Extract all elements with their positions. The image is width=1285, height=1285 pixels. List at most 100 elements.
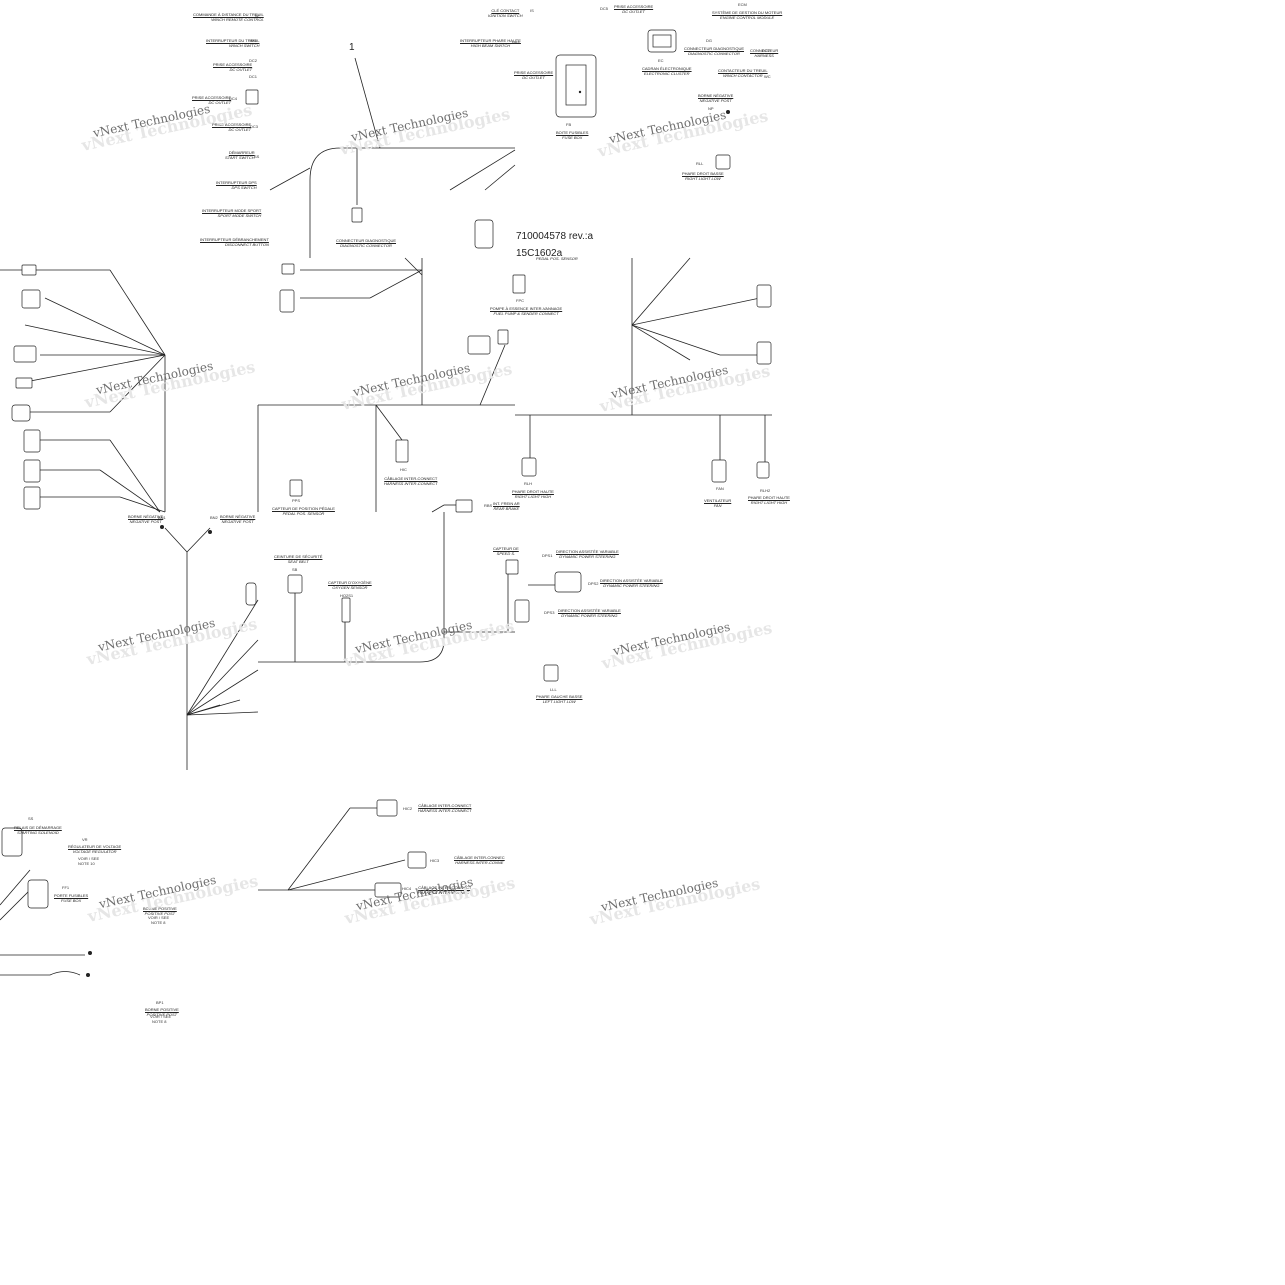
code-dps2: DPS2 <box>588 581 599 586</box>
label-en: IGNITION SWITCH <box>488 13 523 18</box>
label-en: VOLTAGE REGULATOR <box>72 849 117 854</box>
label-en: DC OUTLET <box>622 9 645 14</box>
label-fr: CADRAN ÉLECTRONIQUE <box>642 66 692 71</box>
label-en: POSITIVE POST <box>144 911 176 916</box>
label-fr: CONTACTEUR DU TREUIL <box>718 68 768 73</box>
label-en: DPS SWITCH <box>231 185 257 190</box>
label-en: DISCONNECT BUTTON <box>224 242 269 247</box>
label-en: RIGHT LIGHT HIGH <box>514 494 552 499</box>
label-fr: CONNECTEUR DIAGNOSTIQUE <box>684 46 745 51</box>
label-fr: PRISE ACCESSOIRE <box>213 62 253 67</box>
label-en: DYNAMIC POWER STEERING <box>603 583 660 588</box>
rear-brake-comp <box>455 499 473 513</box>
code-hic1: HIC <box>400 467 407 472</box>
label-fr: DIRECTION ASSISTÉE VARIABLE <box>558 608 621 613</box>
label-en: DC OUTLET <box>522 75 545 80</box>
fuel-pump-component <box>512 274 526 294</box>
label-en: NEGATIVE POST <box>129 519 162 524</box>
label-fr: CÂBLAGE INTER-CONNEC <box>454 855 505 860</box>
sheet-ref: 15C1602a <box>516 248 563 259</box>
code-np1: BN1 <box>158 515 166 520</box>
code-ss2: SS <box>28 816 34 821</box>
label-pedal-sensor-top: PEDAL POS. SENSOR <box>536 256 578 261</box>
label-en: HARNESS INTER-CONNECT <box>384 481 438 486</box>
code-dc1: DC2 <box>249 58 258 63</box>
code-fb2: FF1 <box>62 885 70 890</box>
label-fr: BORNE NÉGATIVE <box>698 93 734 98</box>
label-en: DC OUTLET <box>208 100 232 105</box>
label-en: HARNESS INTER-CONNE <box>455 860 504 865</box>
label-en: DIAGNOSTIC CONNECTOR <box>688 51 740 56</box>
label-fr: PHARE DROIT HAUTE <box>748 495 790 500</box>
label-en: DC OUTLET <box>228 127 252 132</box>
code-lll: LLL <box>550 687 557 692</box>
label-fr: PHARE DROIT BASSE <box>682 171 724 176</box>
label-fr: BORNE POSITIVE <box>145 1007 179 1012</box>
right-light-low-comp <box>715 154 731 170</box>
harness-inter-3-comp <box>407 851 427 869</box>
code-rll: RLL <box>696 161 704 166</box>
code-vr: VR <box>82 837 88 842</box>
pos1-note: NOTE 8 <box>152 1019 167 1024</box>
label-fr: INTERRUPTEUR DPS <box>216 180 257 185</box>
code-hic3: HIC3 <box>430 858 440 863</box>
dps-comp-2 <box>554 571 582 593</box>
label-fr: VENTILATEUR <box>704 498 732 503</box>
label-fr: PRISE ACCESSOIRE <box>212 122 252 127</box>
callout-number: 1 <box>349 42 355 53</box>
code-np2: BN2 <box>210 515 218 520</box>
label-fr: PRISE ACCESSOIRE <box>614 4 654 9</box>
diag-connector-component <box>351 207 363 223</box>
label-en: ENGINE CONTROL MODULE <box>720 15 775 20</box>
pos2-volt: VOIR / SEE <box>148 915 170 920</box>
label-fr: RÉGULATEUR DE VOLTAGE <box>68 844 122 849</box>
code-ign: IS <box>530 8 534 13</box>
code-wsw: WS <box>250 38 257 43</box>
right-light-high-comp <box>521 457 537 477</box>
label-en: DC OUTLET <box>229 67 253 72</box>
harness-inter-connect-comp <box>395 439 409 463</box>
label-en: HARNESS <box>754 53 774 58</box>
label-en: WINCH REMOTE CONTROL <box>211 17 264 22</box>
label-en: WINCH SWITCH <box>229 43 260 48</box>
label-en: HIGH BEAM SWITCH <box>470 43 511 48</box>
left-star-junction <box>0 269 166 513</box>
label-fr: COMMANDE À DISTANCE DU TREUIL <box>193 12 264 17</box>
label-en: STARTING SOLENOID <box>17 830 59 835</box>
label-fr: PHARE GAUCHE BASSE <box>536 694 583 699</box>
part-number: 710004578 rev.:a <box>516 231 594 242</box>
main-trunk-top <box>309 147 515 181</box>
code-sb: SB <box>292 567 298 572</box>
label-fr: DIRECTION ASSISTÉE VARIABLE <box>556 549 619 554</box>
label-en: PEDAL POS. SENSOR <box>282 511 325 516</box>
code-dps1: DPS1 <box>542 553 553 558</box>
label-fr: CÂBLAGE INTER-CONNECT <box>418 803 472 808</box>
label-en: HARNESS INTER-CONNECT <box>418 808 472 813</box>
code-dc5: DC5 <box>600 6 609 11</box>
label-en: RIGHT LIGHT LOW <box>685 176 721 181</box>
vr-note2: NOTE 10 <box>78 861 95 866</box>
label-fr: INTERRUPTEUR DÉBRANCHEMENT <box>200 237 269 242</box>
code-dc3: DC3 <box>250 124 259 129</box>
code-dps3: DPS3 <box>544 610 555 615</box>
